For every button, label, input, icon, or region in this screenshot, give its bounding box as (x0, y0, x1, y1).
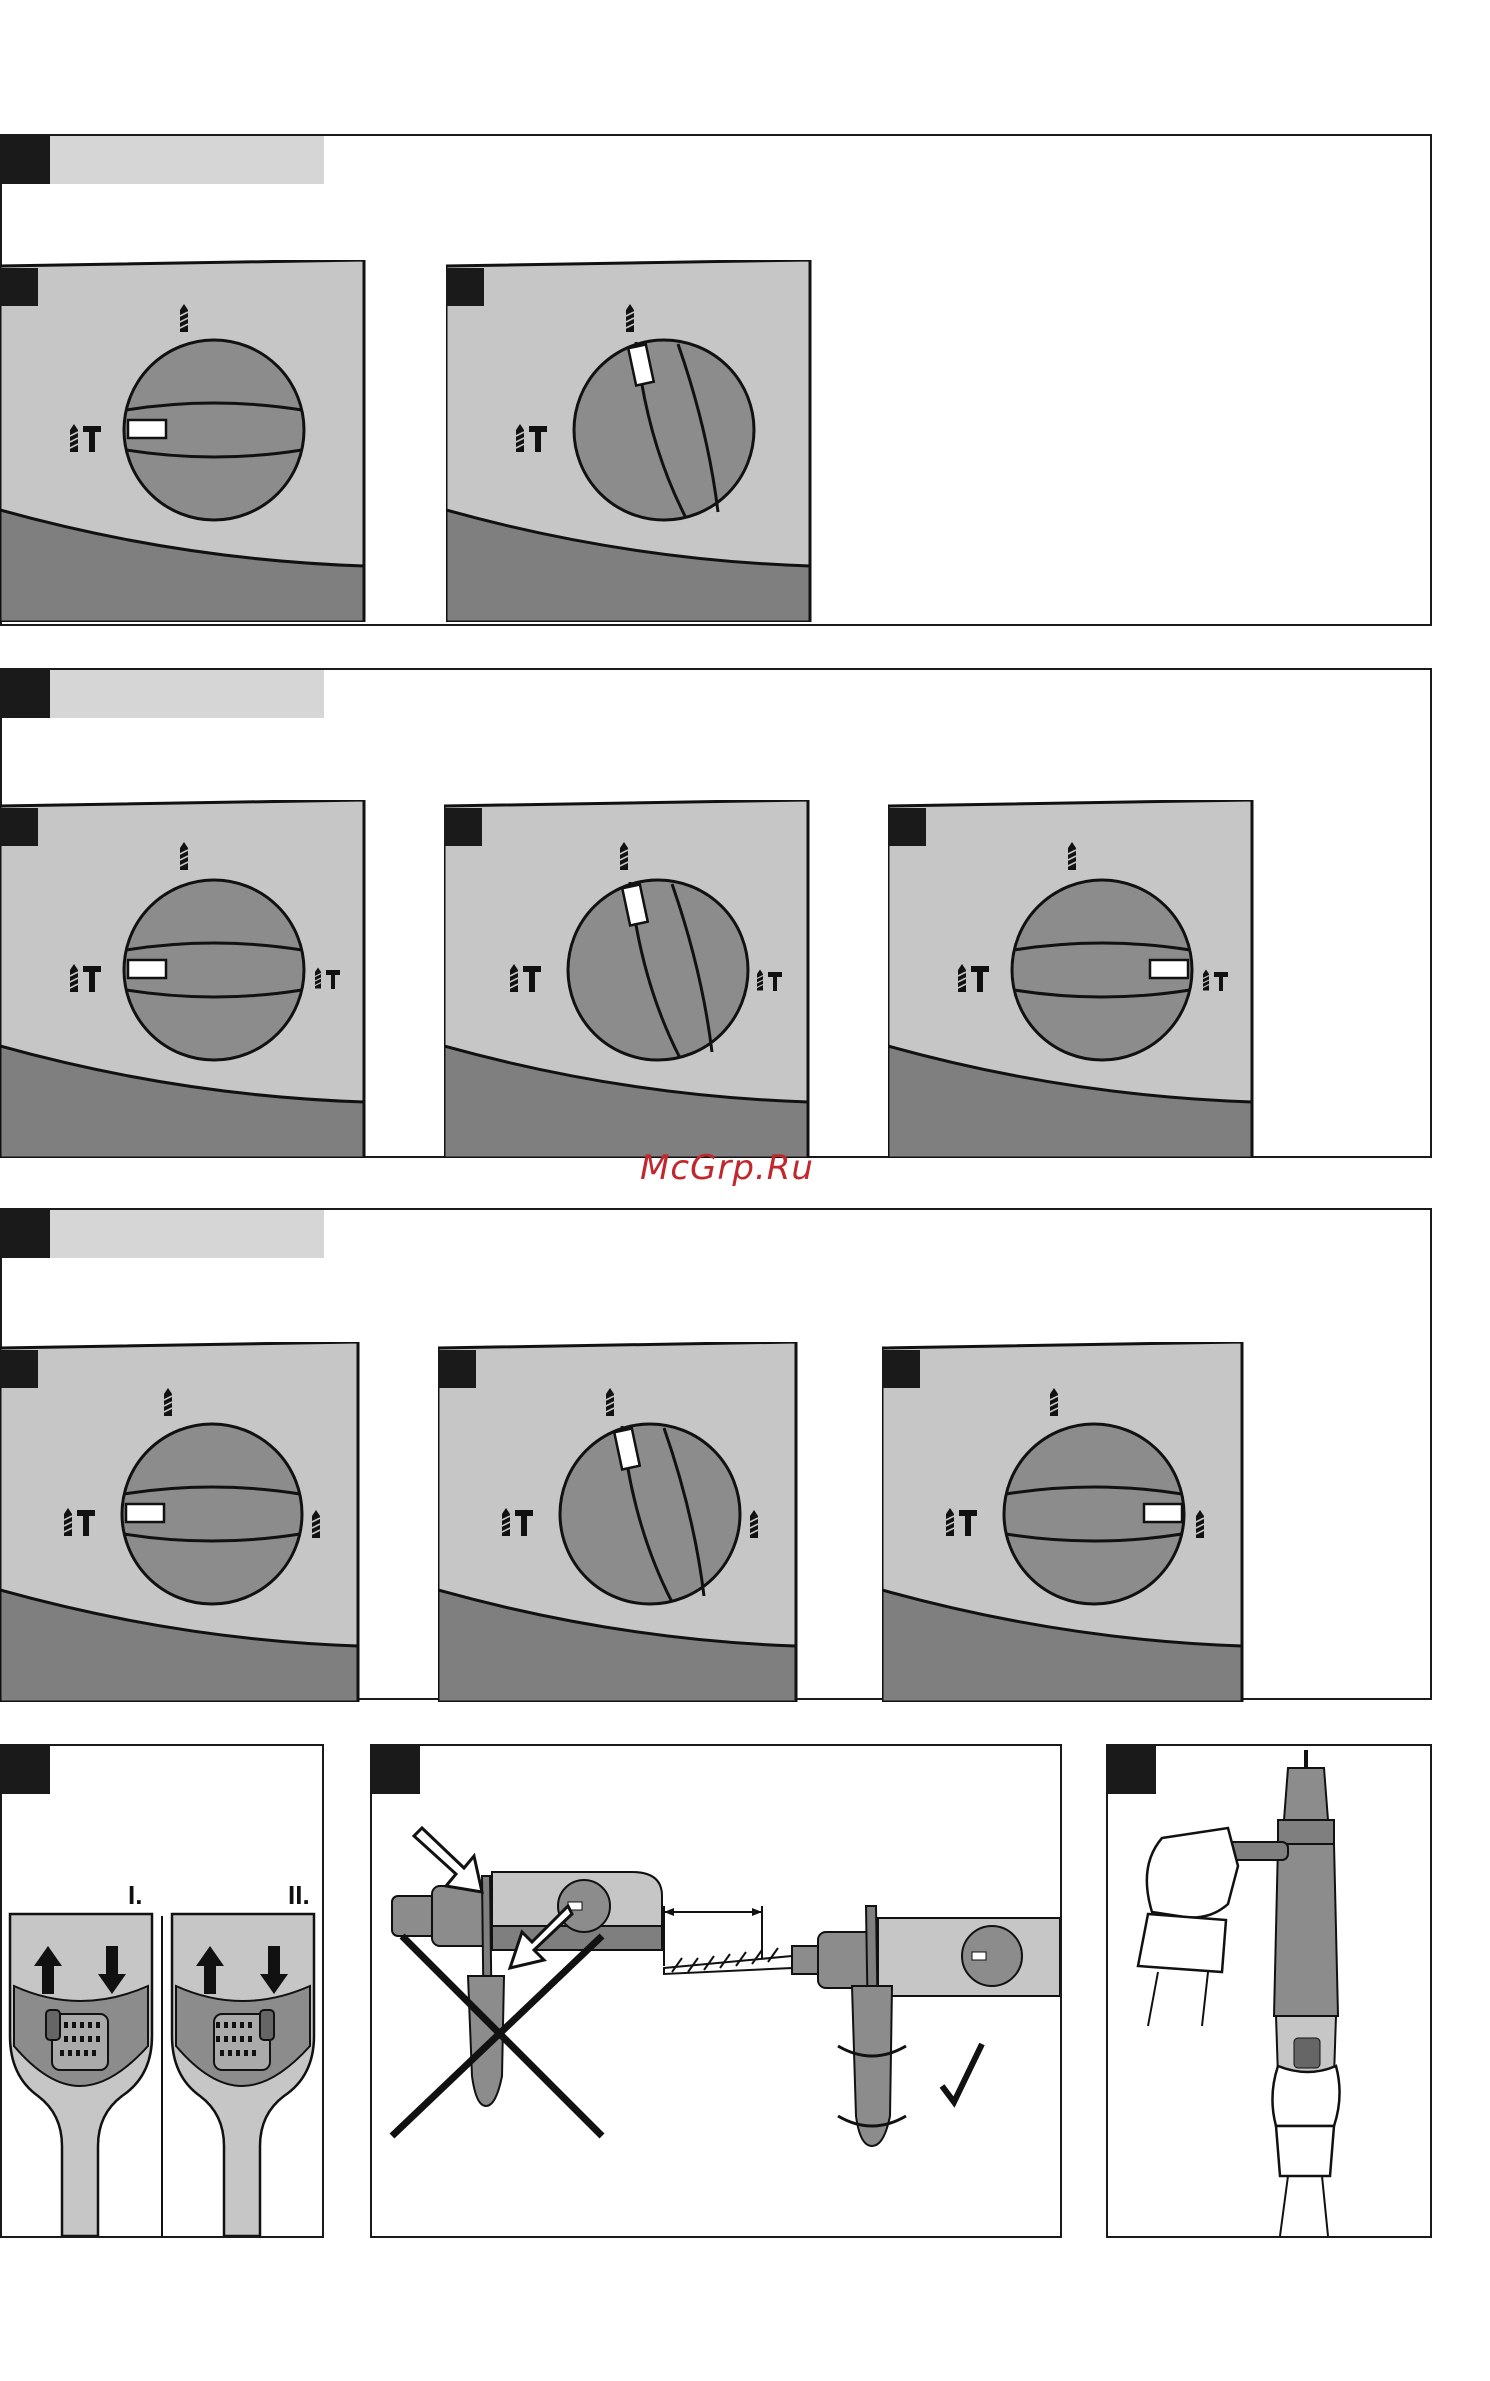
fig3-mode-dial-panel-1 (0, 1342, 360, 1702)
fig3-mode-dial-panel-3 (882, 1342, 1244, 1702)
hammer-drill-upright (1218, 1750, 1338, 2102)
arrow-pointer-icon (414, 1828, 482, 1892)
dial-pointer-left (128, 420, 166, 438)
fig1-mode-dial-panel-1 (0, 260, 366, 622)
gloved-hand-top (1138, 1828, 1238, 2026)
side-handle-figure-frame (370, 1744, 1062, 2238)
switch-handle-position-1 (10, 1914, 152, 2236)
figure-2-caption-tab (2, 670, 324, 718)
fig1-mode-dial-panel-2 (446, 260, 812, 622)
figure-2-frame (0, 668, 1432, 1158)
gloved-hand-bottom (1272, 2066, 1339, 2236)
correct-handle-mounting (664, 1906, 1060, 2146)
figure-3-number-badge (2, 1210, 50, 1258)
fig2-mode-dial-panel-1 (0, 800, 366, 1158)
switch-label-1: I. (128, 1880, 142, 1911)
drill-bit-icon (664, 1956, 792, 1974)
figure-1-number-badge (2, 136, 50, 184)
fig3-mode-dial-panel-2 (438, 1342, 798, 1702)
watermark: McGrp.Ru (640, 1148, 814, 1188)
figure-1-caption-tab (2, 136, 324, 184)
check-mark-icon (942, 2044, 982, 2102)
fig2-mode-dial-panel-3 (888, 800, 1254, 1158)
figure-1-frame (0, 134, 1432, 626)
switch-handle-position-2 (172, 1914, 314, 2236)
grip-figure-frame (1106, 1744, 1432, 2238)
switch-figure-frame: I. II. (0, 1744, 324, 2238)
switch-label-2: II. (288, 1880, 310, 1911)
figure-2-number-badge (2, 670, 50, 718)
incorrect-handle-mounting (392, 1828, 662, 2136)
figure-3-frame (0, 1208, 1432, 1700)
fig2-mode-dial-panel-2 (444, 800, 810, 1158)
figure-3-caption-tab (2, 1210, 324, 1258)
